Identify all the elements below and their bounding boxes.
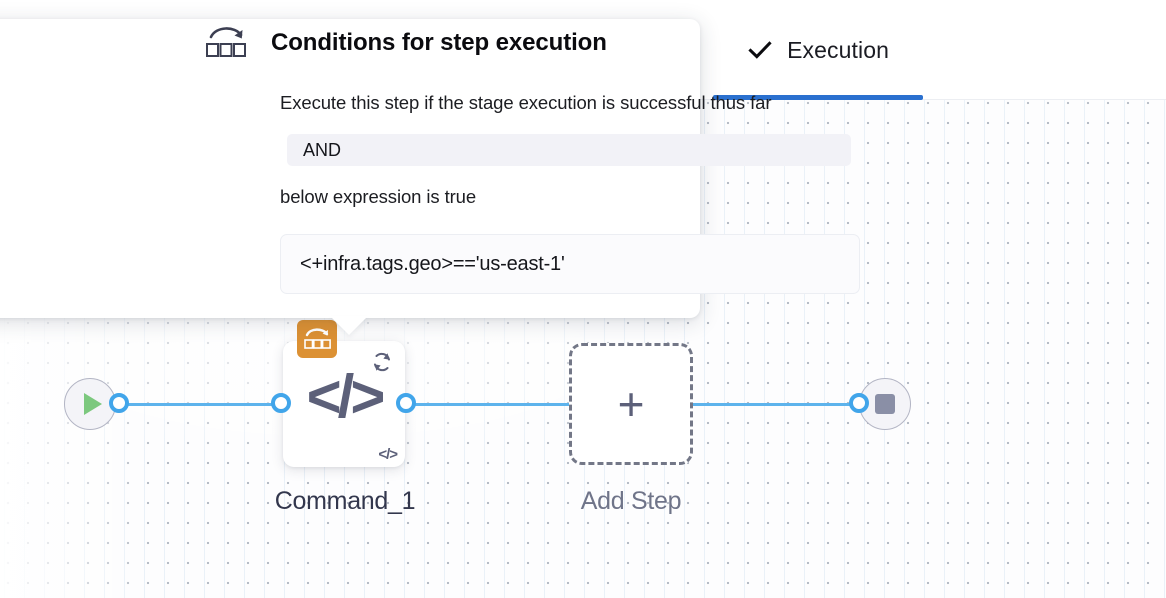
plus-icon: + (617, 377, 645, 430)
play-icon (83, 393, 102, 415)
tab-active-underline (713, 95, 923, 100)
tooltip-description-line-1: Execute this step if the stage execution… (280, 92, 772, 113)
tooltip-description-line-2: below expression is true (280, 186, 477, 207)
step-node-command-label: Command_1 (274, 487, 416, 515)
add-step-label: Add Step (580, 487, 682, 515)
connector-command-to-add (395, 403, 585, 406)
loop-icon (368, 348, 396, 376)
connector-node-start-output[interactable] (109, 393, 129, 413)
tooltip-pointer-arrow (330, 316, 368, 335)
step-node-command[interactable]: </> </> (283, 320, 405, 467)
condition-operator-field[interactable]: AND (287, 134, 851, 166)
add-step-node[interactable]: + (569, 343, 693, 465)
condition-expression-field[interactable]: <+infra.tags.geo>=='us-east-1' (280, 234, 860, 294)
code-icon: </> (306, 363, 386, 430)
pipeline-start-node[interactable] (64, 378, 116, 430)
connector-node-command-output[interactable] (396, 393, 416, 413)
stop-icon (875, 394, 895, 414)
tooltip-header: Conditions for step execution (204, 22, 607, 64)
tab-execution[interactable]: Execution (713, 0, 923, 100)
check-icon (747, 37, 773, 63)
connector-node-end-input[interactable] (849, 393, 869, 413)
tooltip-title: Conditions for step execution (271, 29, 607, 56)
connector-start-to-command (110, 403, 295, 406)
connector-node-command-input[interactable] (271, 393, 291, 413)
tab-execution-label: Execution (787, 36, 889, 63)
connector-add-to-end (680, 403, 870, 406)
command-step-icon (204, 22, 248, 64)
code-mini-icon: </> (378, 446, 398, 463)
